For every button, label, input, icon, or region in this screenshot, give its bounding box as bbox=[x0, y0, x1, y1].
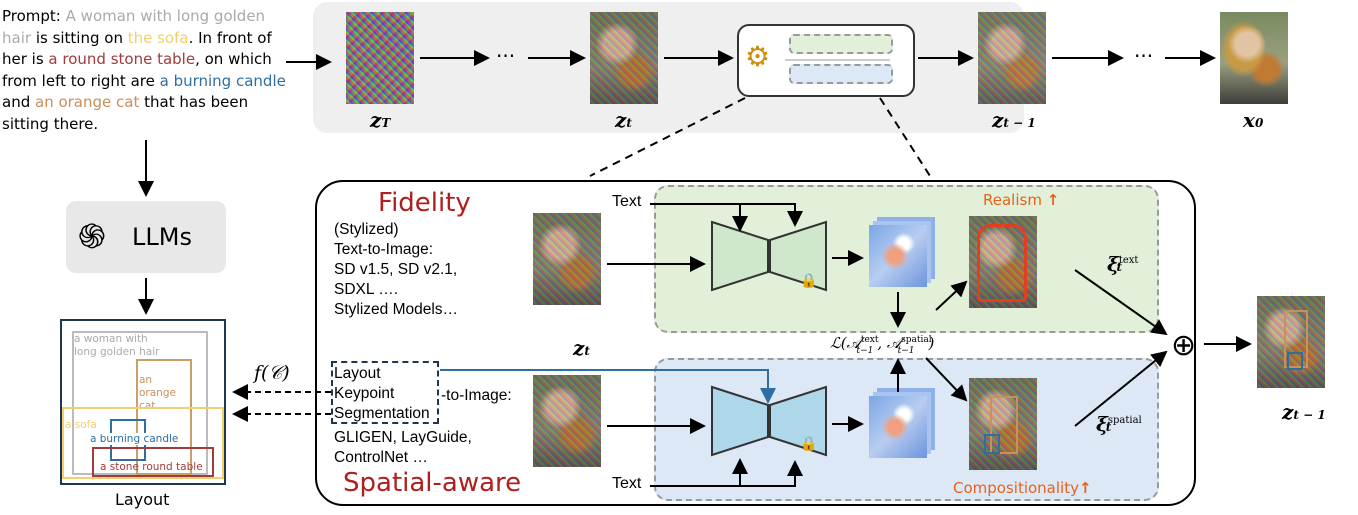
label-zt1: zt − 1 bbox=[992, 108, 1036, 132]
prompt-text: Prompt: A woman with long golden hair is… bbox=[2, 6, 292, 135]
lock-icon-text: 🔒 bbox=[800, 273, 818, 289]
dots-1: ··· bbox=[496, 44, 516, 68]
dots-2: ··· bbox=[1134, 44, 1154, 68]
prompt-table: a round stone table bbox=[48, 50, 196, 68]
text-arrow-bottom-1 bbox=[650, 460, 803, 487]
compositionality-image bbox=[969, 378, 1037, 470]
comp-cat-box bbox=[990, 396, 1018, 454]
prompt-part2: is sitting on bbox=[31, 28, 128, 47]
layout-table-box bbox=[92, 447, 214, 477]
openai-icon: ֍ bbox=[78, 217, 106, 257]
llm-box: ֍ LLMs bbox=[66, 201, 226, 273]
realism-contour bbox=[977, 224, 1027, 302]
output-label: zt − 1 bbox=[1282, 400, 1326, 424]
layout-candle-text: a burning candle bbox=[90, 433, 179, 445]
fidelity-list: (Stylized) Text-to-Image: SD v1.5, SD v2… bbox=[334, 220, 458, 320]
layout-sofa-text: a sofa bbox=[65, 419, 97, 431]
fidelity-title: Fidelity bbox=[378, 188, 471, 218]
fidelity-line: (Stylized) bbox=[334, 221, 399, 238]
prompt-sofa: the sofa bbox=[127, 28, 189, 47]
spatial-option: Segmentation bbox=[334, 405, 430, 422]
output-candle-box bbox=[1287, 352, 1303, 370]
zoom-line-left bbox=[589, 97, 746, 177]
image-zt bbox=[590, 12, 658, 104]
arrow-to-comp bbox=[925, 357, 968, 402]
spatial-suffix: -to-Image: bbox=[441, 387, 512, 404]
output-cat-box bbox=[1284, 310, 1308, 368]
layout-cat-text: an orange cat bbox=[139, 374, 176, 412]
prompt-candle: a burning candle bbox=[159, 71, 286, 90]
realism-label: Realism ↑ bbox=[983, 191, 1060, 209]
image-zt-minus-1 bbox=[978, 12, 1046, 104]
attention-map-spatial bbox=[869, 396, 927, 458]
compositionality-label: Compositionality↑ bbox=[953, 479, 1092, 497]
lock-icon-spatial: 🔒 bbox=[800, 436, 818, 452]
fidelity-line: SD v1.5, SD v2.1, bbox=[334, 261, 458, 278]
arrow-to-realism bbox=[935, 280, 968, 311]
zoom-line-right bbox=[879, 97, 931, 177]
brain-gear-icon: ⚙ bbox=[745, 40, 771, 73]
prompt-woman: A woman with long golden hair bbox=[2, 7, 266, 47]
image-zT bbox=[346, 12, 414, 104]
image-x0 bbox=[1220, 12, 1288, 104]
spatial-line: GLIGEN, LayGuide, bbox=[334, 429, 472, 446]
label-zT: zT bbox=[370, 108, 391, 132]
module-green-branch bbox=[789, 34, 893, 54]
fidelity-line: SDXL …. bbox=[334, 281, 399, 298]
fc-label: f(𝒞) bbox=[254, 362, 290, 384]
prompt-part5: and bbox=[2, 93, 35, 111]
xi-text-label: ξtextt bbox=[1107, 252, 1139, 276]
layout-woman-text: a woman with long golden hair bbox=[74, 333, 160, 358]
text-label-top: Text bbox=[612, 193, 642, 210]
prompt-part4: , on which from left to right are bbox=[2, 50, 272, 90]
prompt-cat: an orange cat bbox=[35, 93, 140, 111]
spatial-title: Spatial-aware bbox=[343, 468, 522, 498]
spatial-list: GLIGEN, LayGuide, ControlNet … bbox=[334, 428, 472, 468]
llm-label: LLMs bbox=[132, 223, 192, 251]
layout-caption: Layout bbox=[115, 490, 170, 509]
layout-cat-box bbox=[136, 359, 192, 475]
unet-spatial bbox=[710, 375, 836, 471]
label-x0: x0 bbox=[1243, 108, 1264, 132]
spatial-line: ControlNet … bbox=[334, 449, 428, 466]
attention-map-text bbox=[869, 225, 927, 287]
text-arrow-1 bbox=[650, 203, 803, 227]
input-zt-image-bottom bbox=[533, 375, 601, 467]
spatial-option: Keypoint bbox=[334, 385, 395, 402]
arrow-spatial-condition bbox=[440, 369, 776, 404]
guidance-detail-box bbox=[315, 180, 1196, 506]
input-zt-label: zt bbox=[573, 336, 590, 360]
spatial-options-box bbox=[331, 361, 439, 424]
fidelity-line: Stylized Models… bbox=[334, 301, 459, 318]
spatial-option: Layout bbox=[334, 365, 381, 382]
label-zt: zt bbox=[615, 108, 632, 132]
xi-spatial-label: ξspatialt bbox=[1096, 412, 1142, 436]
loss-formula: ℒ(𝒜textt−1, 𝒜spatialt−1) bbox=[830, 334, 935, 356]
arrow-xi-spatial bbox=[1074, 350, 1168, 427]
spatial-options: Layout Keypoint Segmentation bbox=[334, 364, 430, 424]
module-blue-branch bbox=[789, 64, 893, 84]
prompt-part3: . In front of her is bbox=[2, 28, 272, 69]
text-label-bottom: Text bbox=[612, 475, 642, 492]
arrow-xi-text bbox=[1074, 269, 1168, 336]
layout-table-text: a stone round table bbox=[100, 461, 203, 473]
comp-candle-box bbox=[984, 434, 1000, 454]
input-zt-image bbox=[533, 213, 601, 305]
sum-operator: ⊕ bbox=[1171, 328, 1197, 363]
unet-text bbox=[710, 210, 836, 306]
prompt-part6: that has been sitting there. bbox=[2, 93, 249, 133]
layout-sofa-box bbox=[62, 407, 224, 479]
layout-box: a woman with long golden hair an orange … bbox=[60, 319, 226, 485]
prompt-prefix: Prompt: bbox=[2, 7, 66, 25]
fidelity-line: Text-to-Image: bbox=[334, 241, 434, 258]
